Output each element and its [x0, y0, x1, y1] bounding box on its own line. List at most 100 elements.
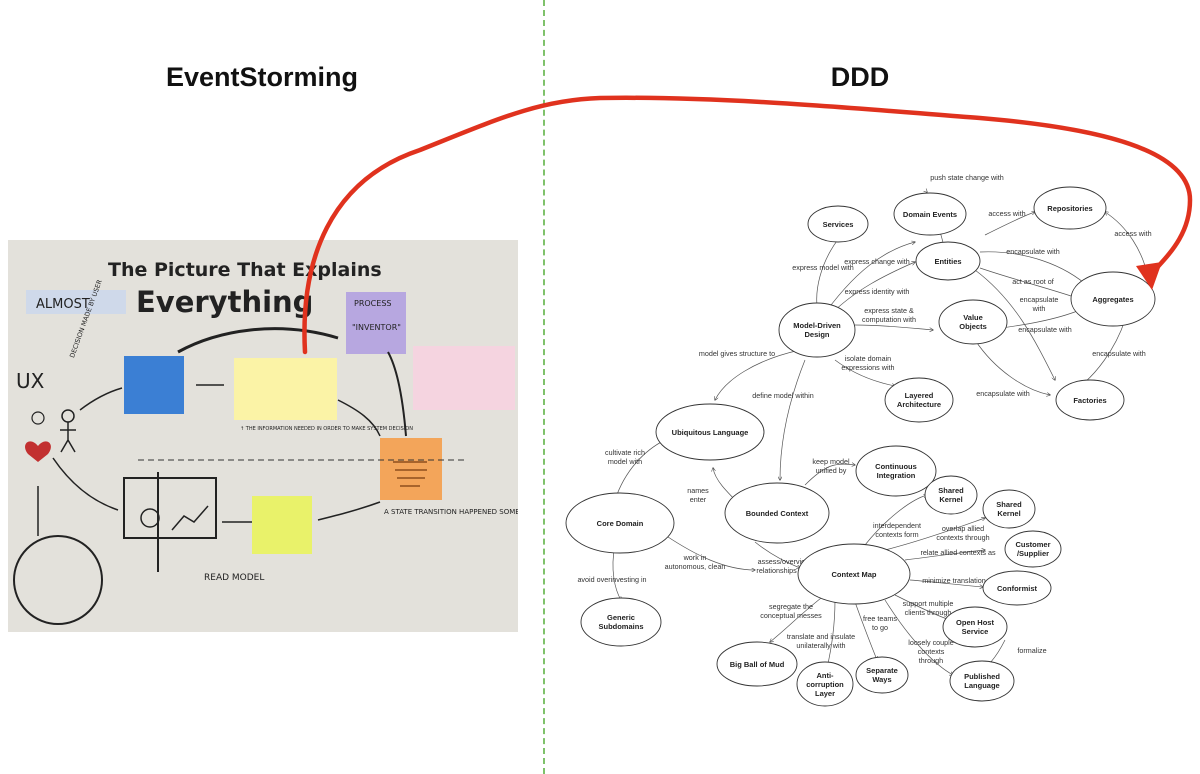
node-layered-label-2: Architecture [897, 400, 941, 409]
label-encapsulate-with4: encapsulate with [1092, 349, 1146, 358]
node-customer-supplier: Customer /Supplier [1004, 530, 1062, 568]
label-names-enter-a: names [687, 486, 709, 495]
label-model-gives: model gives structure to [699, 349, 775, 358]
photo-heading-line1: The Picture That Explains [108, 259, 382, 281]
label-encapsulate-with3: encapsulate with [1018, 325, 1072, 334]
label-segregate-a: segregate the [769, 602, 813, 611]
label-express-change: express change with [844, 257, 910, 266]
edge-minimize [909, 579, 983, 587]
label-free-teams-b: to go [872, 623, 888, 632]
node-services-label: Services [823, 220, 854, 229]
edge-cultivate [614, 440, 665, 501]
label-cultivate-b: model with [608, 457, 642, 466]
eventstorming-title: EventStorming [165, 62, 359, 92]
label-access-with2: access with [1114, 229, 1151, 238]
edge-isolate [834, 359, 895, 386]
node-domain-events-label: Domain Events [903, 210, 957, 219]
node-entities: Entities [915, 241, 981, 281]
label-loosely-b: contexts [918, 647, 945, 656]
node-value-objects-label-1: Value [963, 313, 983, 322]
node-ubiquitous-language: Ubiquitous Language [655, 403, 765, 461]
node-entities-label: Entities [934, 257, 961, 266]
stick-figure-body [60, 422, 76, 453]
node-aggregates-label: Aggregates [1092, 295, 1133, 304]
eventstorming-photo: The Picture That Explains ALMOST Everyth… [8, 240, 518, 632]
label-access-with: access with [988, 209, 1025, 218]
node-context-map-label: Context Map [832, 570, 877, 579]
edge-segregate [770, 594, 826, 642]
photo-arrow-user-blue [79, 387, 123, 411]
label-overlap-b: contexts through [936, 533, 989, 542]
orange-sticky [380, 438, 442, 500]
yellow-sticky [234, 358, 337, 420]
node-shared1-label-1: Shared [938, 486, 964, 495]
label-keep-model-a: keep model [812, 457, 850, 466]
edge-define-model [780, 359, 806, 480]
label-avoid: avoid overinvesting in [577, 575, 646, 584]
node-model-driven-label-1: Model-Driven [793, 321, 841, 330]
photo-read-model: READ MODEL [204, 573, 264, 583]
label-overlap-a: overlap allied [942, 524, 984, 533]
node-repositories: Repositories [1033, 186, 1107, 230]
node-repositories-label: Repositories [1047, 204, 1092, 213]
screen-doodle [123, 477, 217, 539]
label-isolate-b: expressions with [841, 363, 894, 372]
node-layered-architecture: Layered Architecture [884, 377, 954, 423]
center-divider [543, 0, 545, 774]
node-open-host-service: Open Host Service [942, 606, 1008, 648]
label-work-in-a: work in [683, 553, 707, 562]
label-interdependent-a: interdependent [873, 521, 921, 530]
node-separate-label-2: Ways [872, 675, 891, 684]
node-anti-label-2: corruption [806, 680, 844, 689]
node-big-ball-label: Big Ball of Mud [730, 660, 785, 669]
ddd-concept-map: push state change with access with acces… [565, 173, 1156, 707]
node-core-domain: Core Domain [565, 492, 675, 554]
node-context-map: Context Map [797, 543, 911, 605]
photo-ux: UX [16, 369, 45, 393]
node-continuous-integration: Continuous Integration [855, 445, 937, 497]
node-generic-label-1: Generic [607, 613, 635, 622]
node-published-language: Published Language [949, 660, 1015, 702]
edge-interdependent [864, 495, 927, 546]
node-layered-label-1: Layered [905, 391, 934, 400]
brain-doodle [31, 411, 45, 425]
node-open-host-label-1: Open Host [956, 618, 994, 627]
label-support-multiple-b: clients through [905, 608, 952, 617]
node-value-objects-label-2: Objects [959, 322, 987, 331]
label-express-state-b: computation with [862, 315, 916, 324]
node-open-host-label-2: Service [962, 627, 989, 636]
node-shared2-label-1: Shared [996, 500, 1022, 509]
node-published-label-1: Published [964, 672, 1000, 681]
label-formalize: formalize [1017, 646, 1046, 655]
node-anti-corruption-layer: Anti- corruption Layer [796, 661, 854, 707]
node-customer-label-2: /Supplier [1017, 549, 1049, 558]
photo-arrow-yellow-orange [337, 399, 381, 437]
label-assess-a: assess/overview [758, 557, 812, 566]
label-names-enter-b: enter [690, 495, 707, 504]
label-express-state-a: express state & [864, 306, 914, 315]
ddd-title: DDD [830, 62, 890, 92]
label-interdependent-b: contexts form [875, 530, 918, 539]
label-support-multiple-a: support multiple [903, 599, 954, 608]
node-anti-label-1: Anti- [816, 671, 834, 680]
edge-express-state [854, 324, 933, 330]
label-translate-a: translate and insulate [787, 632, 855, 641]
lime-sticky [252, 496, 312, 554]
photo-state-transition: A STATE TRANSITION HAPPENED SOMEWHERE [384, 508, 518, 516]
label-translate-b: unilaterally with [796, 641, 845, 650]
node-factories: Factories [1055, 379, 1125, 421]
node-core-domain-label: Core Domain [597, 519, 644, 528]
photo-arrow-orange-process [387, 351, 407, 437]
label-encapsulate-with2-a: encapsulate [1020, 295, 1059, 304]
label-minimize: minimize translation [922, 576, 986, 585]
node-continuous-label-2: Integration [877, 471, 916, 480]
photo-heading-line2: Everything [136, 285, 313, 319]
edge-keep-model [804, 464, 855, 486]
edge-overlap [884, 518, 985, 551]
label-act-as-root: act as root of [1012, 277, 1054, 286]
node-shared2-label-2: Kernel [997, 509, 1020, 518]
node-generic-label-2: Subdomains [598, 622, 643, 631]
photo-almost: ALMOST [36, 297, 90, 312]
node-aggregates: Aggregates [1070, 271, 1156, 327]
label-work-in-b: autonomous, clean [665, 562, 726, 571]
